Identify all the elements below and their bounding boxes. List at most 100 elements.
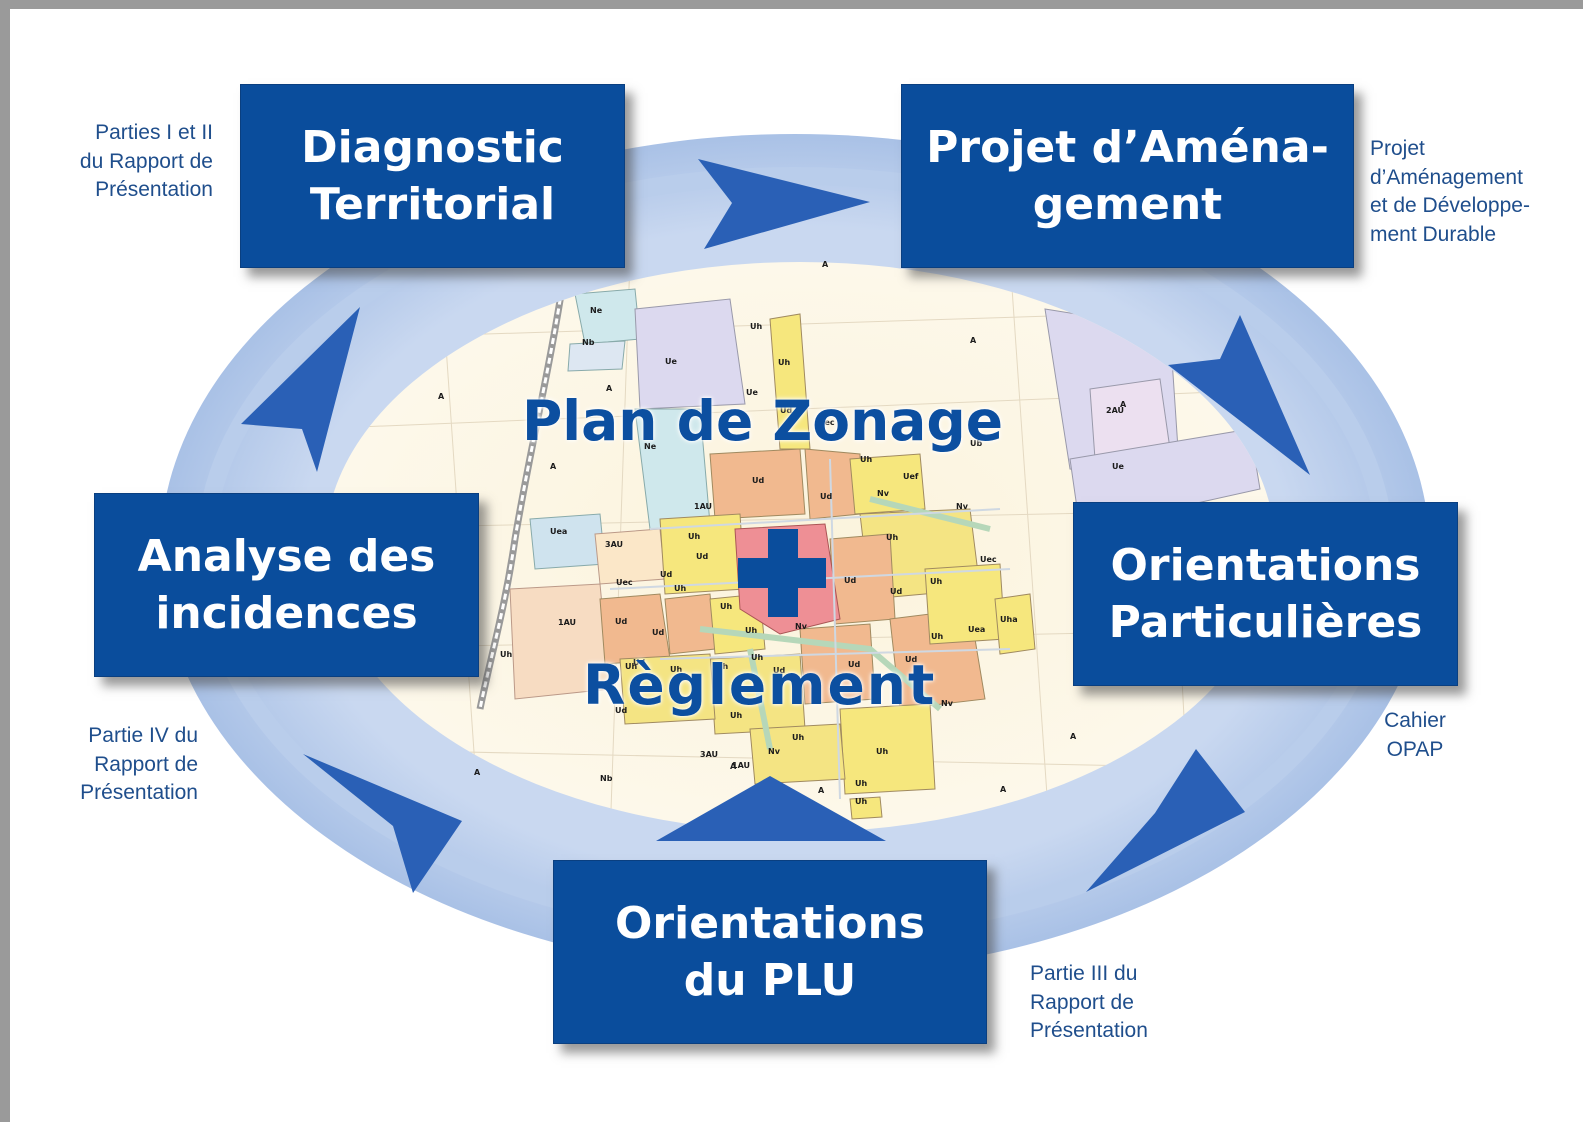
- box-projet-amenagement: Projet d’Aména- gement: [901, 84, 1354, 268]
- zone-label: A: [606, 384, 613, 393]
- zone-label: A: [970, 336, 977, 345]
- arrow-diagnostic-to-projet-icon: [698, 159, 870, 249]
- zone-label: A: [474, 768, 481, 777]
- zone-label: Uea: [968, 625, 985, 634]
- zone-label: Ud: [633, 658, 645, 667]
- note-projet: Projet d’Aménagement et de Développe- me…: [1370, 135, 1580, 249]
- zone-label: Uh: [730, 711, 742, 720]
- zone-label: Ud: [615, 617, 627, 626]
- note-diagnostic-line2: du Rapport de: [79, 149, 213, 173]
- zone-label: A: [550, 462, 557, 471]
- note-plu-line1: Partie III du: [1030, 962, 1138, 985]
- zone-label: Uh: [674, 584, 686, 593]
- note-opap-line1: Cahier: [1384, 709, 1446, 732]
- note-plu-line3: Présentation: [1030, 1019, 1148, 1042]
- zone-label: Uh: [716, 662, 728, 671]
- box-projet-line1: Projet d’Aména-: [926, 122, 1329, 173]
- center-title-reglement: Règlement: [583, 653, 937, 717]
- zone-3au-west: [594, 528, 666, 585]
- note-projet-line1: Projet: [1370, 137, 1425, 160]
- zone-label: Ud: [844, 576, 856, 585]
- box-diagnostic-territorial: Diagnostic Territorial: [240, 84, 625, 268]
- zone-label: A: [730, 762, 737, 771]
- zone-label: Ud: [820, 492, 832, 501]
- zone-label: Uh: [860, 455, 872, 464]
- zone-label: Uh: [855, 779, 867, 788]
- arrow-plu-center-icon: [656, 776, 886, 841]
- plus-cross-icon: [738, 529, 826, 617]
- note-analyse: Partie IV du Rapport de Présentation: [50, 722, 198, 808]
- zone-label: Uec: [818, 418, 835, 427]
- zone-label: 1AU: [558, 618, 576, 627]
- zone-label: Uh: [855, 797, 867, 806]
- note-analyse-line3: Présentation: [80, 781, 198, 804]
- cycle-diagram-graphic: NeNbUeUeUhUhUdUecUbAAAAAA2AUUeNeUdUdUhUe…: [160, 134, 1430, 974]
- zone-label: Uh: [751, 653, 763, 662]
- zone-label: Uh: [750, 322, 762, 331]
- box-projet-line2: gement: [1032, 179, 1223, 230]
- zone-label: A: [1070, 732, 1077, 741]
- zone-label: Ud: [773, 666, 785, 675]
- note-orientations-particulieres: Cahier OPAP: [1370, 707, 1460, 764]
- zone-label: Uh: [931, 632, 943, 641]
- zone-label: 2AU: [1106, 406, 1124, 415]
- zone-label: Uh: [625, 662, 637, 671]
- zone-ue-north: [634, 298, 746, 410]
- zone-label: Nv: [941, 699, 954, 708]
- zone-label: Uh: [792, 733, 804, 742]
- box-orientations-plu-line1: Orientations: [615, 898, 925, 949]
- zoning-map: [325, 262, 1275, 832]
- zone-label: Ud: [615, 706, 627, 715]
- zone-label: Ne: [590, 306, 603, 315]
- zone-label: 1AU: [694, 502, 712, 511]
- zone-label: Uh: [688, 532, 700, 541]
- zone-label: Uh: [778, 358, 790, 367]
- note-analyse-line1: Partie IV du: [88, 724, 198, 747]
- arrow-orientations-to-plu-icon: [1086, 749, 1245, 892]
- zone-label: Uh: [500, 650, 512, 659]
- zone-label: Ud: [652, 628, 664, 637]
- zone-label: Nv: [768, 747, 781, 756]
- note-diagnostic-line1: Parties I et II: [95, 121, 213, 144]
- zone-label: Ud: [890, 587, 902, 596]
- note-plu-line2: Rapport de: [1030, 990, 1134, 1014]
- zone-label: Uec: [616, 578, 633, 587]
- box-orientations-plu-line2: du PLU: [683, 955, 857, 1006]
- zone-label: A: [818, 786, 825, 795]
- zone-label: Ud: [848, 660, 860, 669]
- box-orientations-plu: Orientations du PLU: [553, 860, 987, 1044]
- zone-1au-west: [509, 583, 611, 700]
- zone-label: A: [438, 392, 445, 401]
- zone-label: Nv: [877, 489, 890, 498]
- note-projet-line2: d’Aménagement: [1370, 165, 1523, 189]
- zone-label: Uh: [876, 747, 888, 756]
- zone-label: A: [1120, 400, 1127, 409]
- zone-label: Nv: [956, 502, 969, 511]
- zone-label: Nb: [600, 774, 613, 783]
- zone-label: Uha: [1000, 615, 1018, 624]
- note-orientations-plu: Partie III du Rapport de Présentation: [1030, 960, 1230, 1046]
- zone-label: Nv: [795, 622, 808, 631]
- box-orientations-part-line2: Particulières: [1108, 597, 1423, 648]
- zone-nb-north: [567, 340, 626, 372]
- zone-label: Ub: [970, 439, 982, 448]
- zone-label: 3AU: [605, 540, 623, 549]
- zone-label: Ud: [905, 655, 917, 664]
- zone-label: Ud: [696, 552, 708, 561]
- zone-label: Ud: [752, 476, 764, 485]
- note-opap-line2: OPAP: [1386, 737, 1444, 761]
- zone-label: Uec: [980, 555, 997, 564]
- zone-label: Ue: [746, 388, 758, 397]
- zone-label: Nb: [582, 338, 595, 347]
- note-diagnostic-line3: Présentation: [95, 178, 213, 201]
- zone-label: Ne: [644, 442, 657, 451]
- note-projet-line3: et de Développe-: [1370, 194, 1530, 217]
- zone-label: Uh: [886, 533, 898, 542]
- zone-label: 1AU: [732, 761, 750, 770]
- note-diagnostic: Parties I et II du Rapport de Présentati…: [52, 119, 213, 205]
- box-analyse-line2: incidences: [155, 588, 418, 639]
- box-diagnostic-line1: Diagnostic: [301, 122, 564, 173]
- zone-label: Uh: [670, 665, 682, 674]
- box-diagnostic-line2: Territorial: [309, 179, 556, 230]
